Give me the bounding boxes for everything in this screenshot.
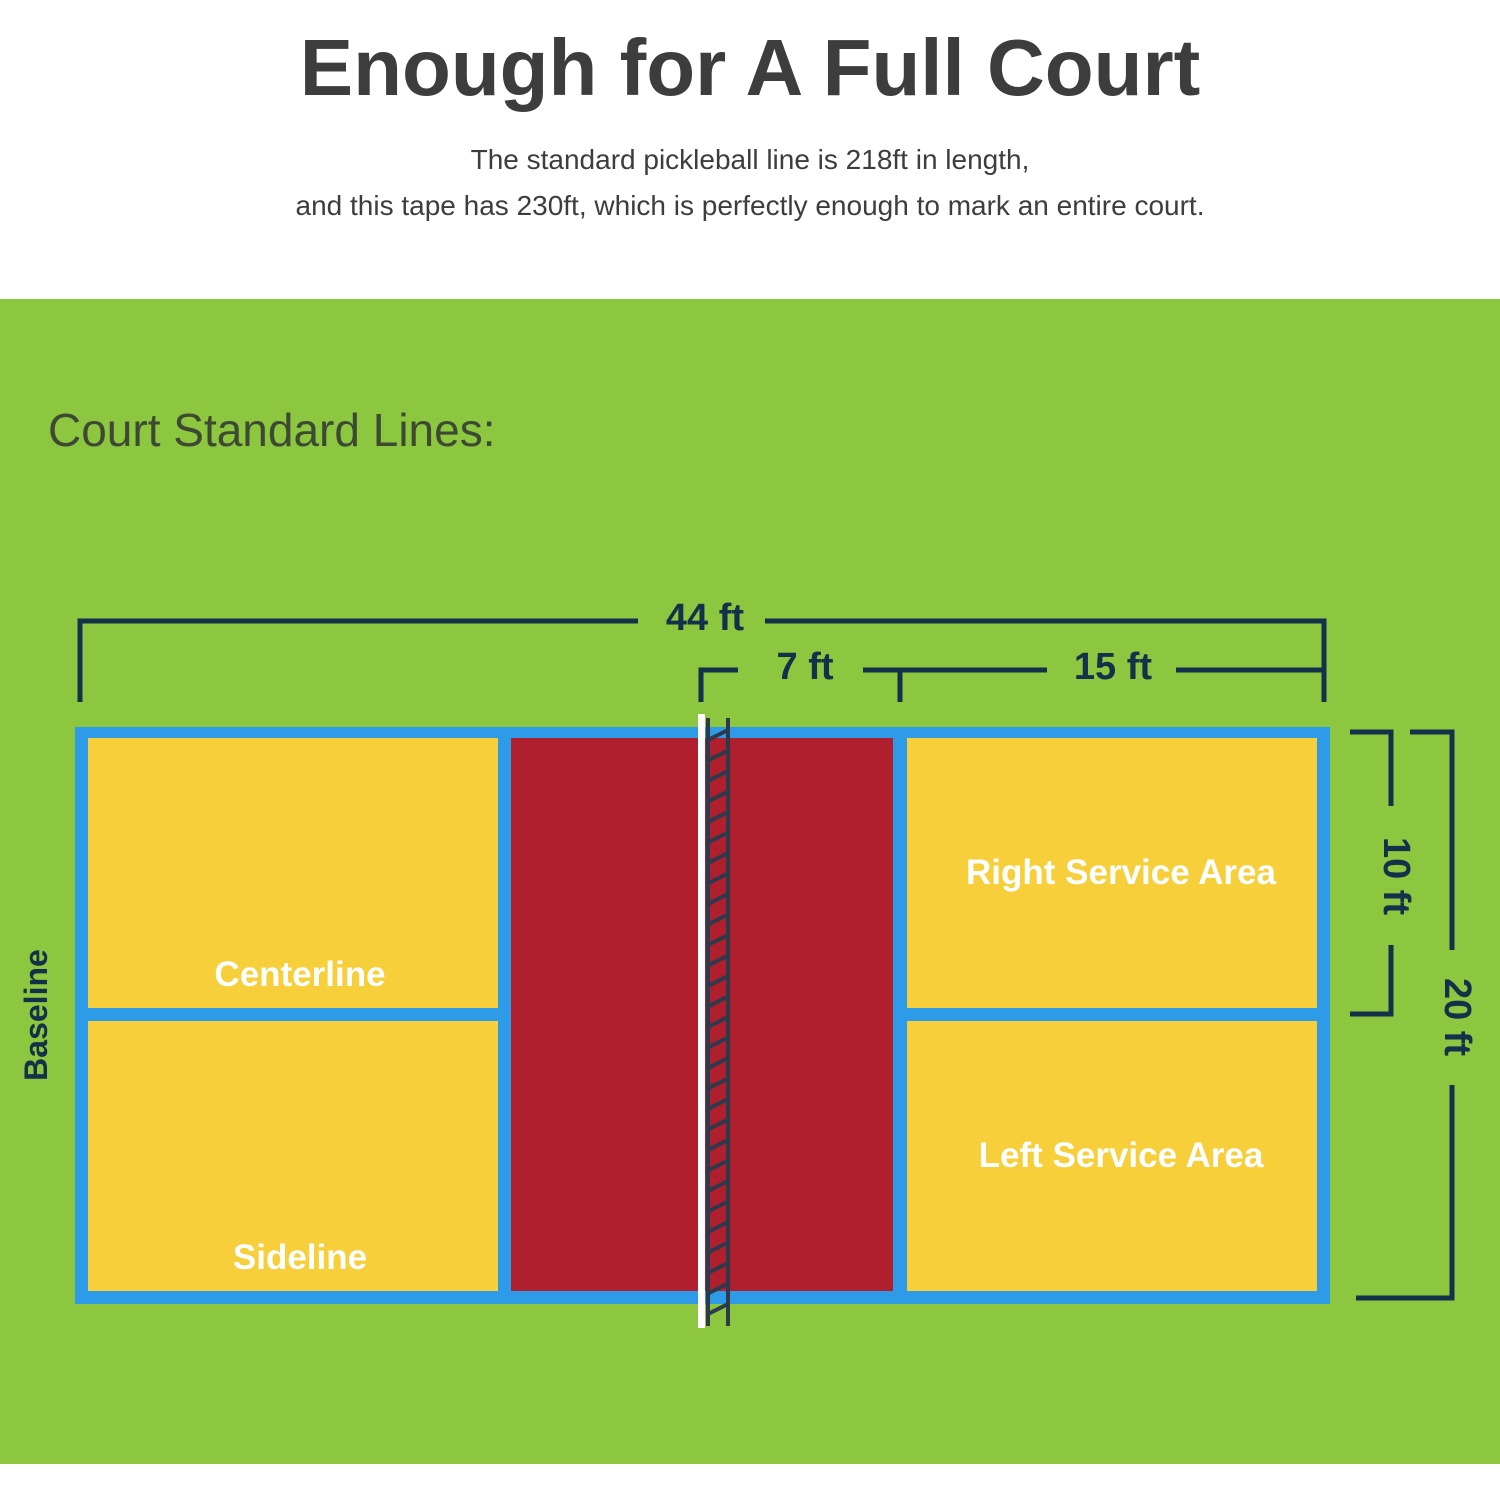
net-mesh-line: [707, 830, 729, 845]
net-mesh-line: [707, 1302, 729, 1316]
label-7ft: 7 ft: [777, 646, 834, 688]
left-service-box: [907, 1021, 1317, 1291]
label-baseline: Baseline: [18, 949, 54, 1081]
dim-20ft-bottom: [1356, 1085, 1455, 1301]
net-mesh-line: [707, 769, 729, 783]
page-title: Enough for A Full Court: [299, 23, 1201, 112]
label-44ft: 44 ft: [666, 597, 744, 639]
label-15ft: 15 ft: [1074, 646, 1152, 688]
dim-7ft-left: [698, 667, 738, 702]
dim-20ft-top: [1410, 729, 1455, 950]
net-mesh-line: [707, 892, 729, 906]
net-mesh-line: [707, 933, 729, 947]
net-mesh-line: [707, 1261, 729, 1275]
net-mesh-line: [707, 1158, 729, 1173]
label-20ft: 20 ft: [1436, 978, 1478, 1056]
net-mesh-line: [707, 1179, 729, 1193]
net-mesh-line: [707, 912, 729, 927]
net-mesh-line: [707, 748, 729, 763]
net-mesh-line: [707, 1138, 729, 1152]
left-lower-service-box: [88, 1021, 498, 1291]
net-mesh-line: [707, 1281, 729, 1296]
net-mesh-line: [707, 1199, 729, 1214]
net: [698, 714, 730, 1328]
net-mesh-line: [707, 1097, 729, 1111]
net-mesh-line: [707, 789, 729, 804]
dim-44ft-right: [765, 618, 1327, 702]
net-mesh-line: [707, 728, 729, 742]
net-mesh-line: [707, 851, 729, 865]
dim-15ft-right: [1176, 667, 1327, 702]
net-mesh-line: [707, 974, 729, 988]
net-mesh-line: [707, 1117, 729, 1132]
net-mesh-line: [707, 871, 729, 886]
dimension-lines: [77, 618, 1455, 1301]
right-service-box: [907, 738, 1317, 1008]
dim-10ft-bottom: [1350, 945, 1394, 1017]
label-centerline: Centerline: [214, 955, 385, 994]
net-mesh-line: [707, 1056, 729, 1070]
net-mesh-line: [707, 994, 729, 1009]
label-left-service-area: Left Service Area: [979, 1136, 1264, 1175]
net-mesh-line: [707, 1015, 729, 1029]
court-heading: Court Standard Lines:: [48, 404, 496, 456]
net-mesh-line: [707, 1240, 729, 1255]
dim-44ft-left: [77, 618, 638, 702]
left-upper-service-box: [88, 738, 498, 1008]
subtitle-line-2: and this tape has 230ft, which is perfec…: [295, 190, 1205, 221]
net-mesh-line: [707, 810, 729, 824]
dim-10ft-top: [1350, 729, 1394, 806]
net-mesh-line: [707, 953, 729, 968]
label-sideline: Sideline: [233, 1238, 367, 1277]
subtitle-line-1: The standard pickleball line is 218ft in…: [470, 144, 1030, 175]
net-mesh-line: [707, 1220, 729, 1234]
net-mesh-line: [707, 1035, 729, 1050]
net-mesh-line: [707, 1076, 729, 1091]
label-10ft: 10 ft: [1375, 837, 1417, 915]
label-right-service-area: Right Service Area: [966, 853, 1276, 892]
